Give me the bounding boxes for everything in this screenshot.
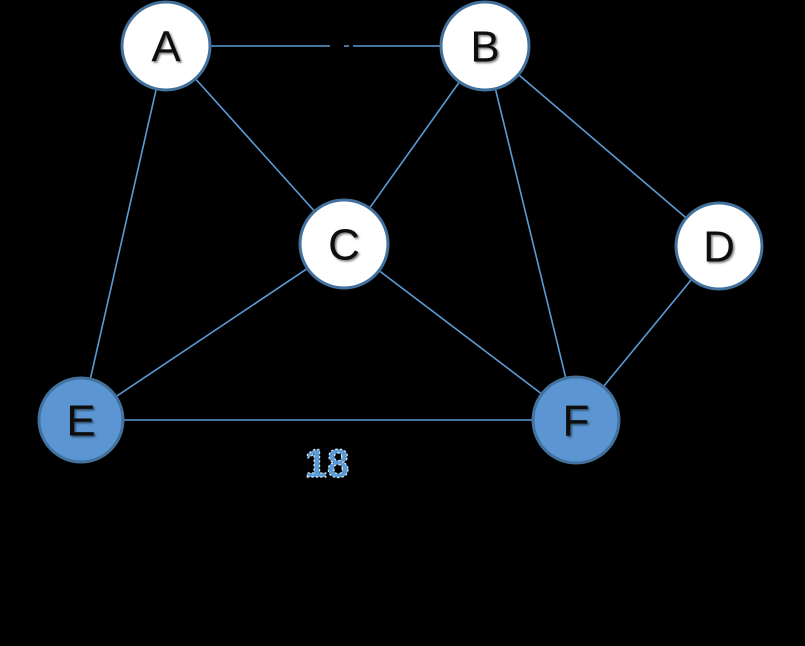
- graph-node-E[interactable]: [37, 376, 125, 464]
- graph-node-C-label: C: [328, 221, 360, 270]
- graph-node-D[interactable]: [674, 201, 764, 291]
- edge-gap-layer: [330, 41, 353, 51]
- graph-node-E-label: E: [66, 397, 95, 446]
- graph-node-D-label: D: [703, 223, 735, 272]
- edge-gap-A-B: [330, 41, 344, 51]
- edge-C-E: [80, 243, 345, 421]
- edge-B-D: [484, 45, 720, 247]
- graph-node-B-label: B: [470, 23, 499, 72]
- edge-C-F: [343, 243, 577, 421]
- graph-node-A[interactable]: [120, 0, 212, 92]
- graph-node-A-label: A: [151, 23, 181, 72]
- edge-A-E: [80, 45, 167, 421]
- edge-gap-A-B: [349, 41, 353, 51]
- graph-node-C[interactable]: [298, 198, 390, 290]
- edge-B-F: [484, 45, 577, 421]
- edge-weight-label: 18: [305, 442, 350, 486]
- graph-node-F[interactable]: [531, 375, 621, 465]
- label-layer: 18: [304, 441, 350, 486]
- graph-node-B[interactable]: [439, 0, 531, 92]
- node-layer: A B C D E F: [37, 0, 764, 465]
- graph-node-F-label: F: [563, 397, 590, 446]
- edge-layer: [80, 45, 720, 421]
